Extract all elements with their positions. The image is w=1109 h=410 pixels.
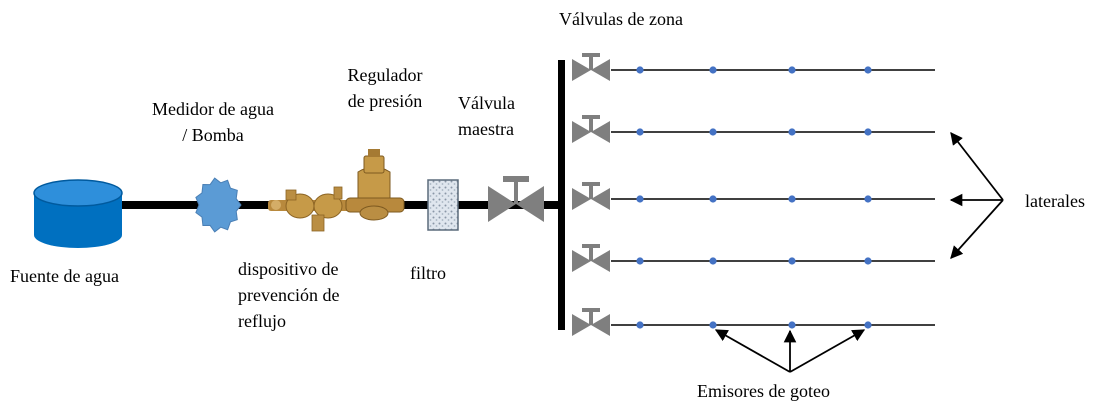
master-valve-label: Válvula maestra (458, 90, 515, 142)
backflow-device-label: dispositivo de prevención de reflujo (238, 256, 339, 334)
water-meter-label-line-2: / Bomba (182, 125, 244, 145)
drip-emitters-label: Emisores de goteo (697, 381, 830, 401)
drip-emitter (636, 128, 644, 136)
drip-emitter (864, 257, 872, 265)
water-source-tank (33, 179, 123, 248)
drip-emitter (788, 66, 796, 74)
master-valve-icon (488, 176, 544, 222)
pressure-regulator-label: Regulador de presión (320, 62, 450, 114)
drip-emitter (788, 321, 796, 329)
drip-emitter (864, 66, 872, 74)
zone-1 (572, 53, 935, 81)
zone-valve-icon (572, 244, 610, 272)
pressure-regulator-label-line-2: de presión (347, 91, 423, 111)
drip-emitter (636, 195, 644, 203)
zone-4 (572, 244, 935, 272)
drip-emitter (788, 257, 796, 265)
drip-emitter (709, 321, 717, 329)
backflow-device-label-line-2: prevención de (238, 285, 340, 305)
laterals-label: laterales (1025, 191, 1085, 211)
drip-emitter (636, 321, 644, 329)
drip-emitter (636, 257, 644, 265)
zone-valve-icon (572, 115, 610, 143)
zone-3 (572, 182, 935, 210)
drip-emitter (864, 128, 872, 136)
drip-emitter (709, 257, 717, 265)
zone-valve-icon (572, 53, 610, 81)
laterals-pointer-arrows (949, 132, 1004, 259)
zone-2 (572, 115, 935, 143)
filter-label: filtro (410, 263, 446, 283)
backflow-preventer-icon (268, 186, 358, 232)
water-source-label: Fuente de agua (10, 266, 119, 286)
pressure-regulator-icon (345, 149, 405, 221)
master-valve-label-line-2: maestra (458, 119, 514, 139)
pressure-regulator-label-line-1: Regulador (347, 65, 423, 85)
backflow-device-label-line-3: reflujo (238, 311, 286, 331)
water-meter-label: Medidor de agua / Bomba (128, 96, 298, 148)
water-meter-label-line-1: Medidor de agua (152, 99, 274, 119)
drip-emitter (788, 195, 796, 203)
drip-emitter (864, 321, 872, 329)
zone-valve-icon (572, 308, 610, 336)
emitters-pointer-arrows (714, 329, 866, 373)
drip-emitter (709, 128, 717, 136)
filter-icon (427, 179, 459, 231)
drip-emitter (709, 195, 717, 203)
backflow-device-label-line-1: dispositivo de (238, 259, 339, 279)
manifold-header (558, 60, 565, 330)
zone-valve-icon (572, 182, 610, 210)
zone-5 (572, 308, 935, 336)
water-meter-pump-icon (195, 177, 242, 233)
drip-emitter (636, 66, 644, 74)
drip-emitter (864, 195, 872, 203)
master-valve-label-line-1: Válvula (458, 93, 515, 113)
drip-emitter (788, 128, 796, 136)
zone-valves-label: Válvulas de zona (559, 9, 683, 29)
drip-emitter (709, 66, 717, 74)
